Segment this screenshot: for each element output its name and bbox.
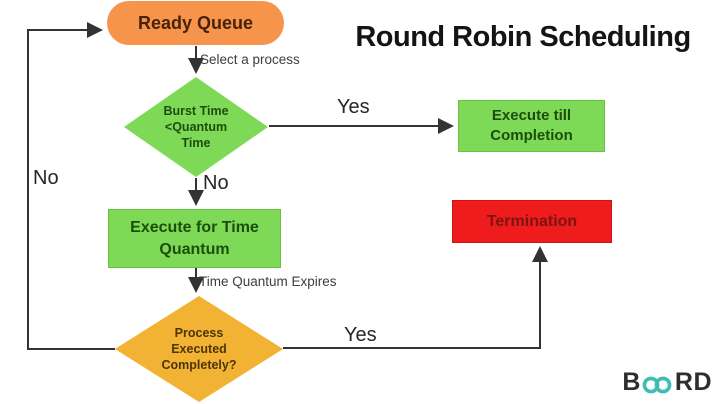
decision-line: Executed bbox=[171, 341, 227, 356]
node-termination: Termination bbox=[452, 200, 612, 243]
node-line: Quantum bbox=[159, 240, 230, 258]
decision-line: Process bbox=[174, 325, 224, 340]
edge-label-yes-bottom: Yes bbox=[344, 324, 377, 346]
edge-label-yes-top: Yes bbox=[337, 96, 370, 118]
decision-line: Completely? bbox=[161, 358, 237, 373]
infinity-icon bbox=[642, 376, 672, 394]
node-ready-queue: Ready Queue bbox=[107, 1, 284, 45]
edge-label-select-process: Select a process bbox=[200, 52, 300, 67]
decision-line: Burst Time bbox=[163, 103, 229, 118]
board-logo: B RD bbox=[622, 368, 712, 397]
node-execute-for-time-quantum: Execute for Time Quantum bbox=[108, 209, 281, 268]
edge-label-time-quantum-expires: Time Quantum Expires bbox=[199, 274, 337, 289]
connector-no-loop bbox=[27, 22, 115, 350]
node-line: Execute for Time bbox=[130, 218, 259, 236]
node-line: Execute till bbox=[491, 106, 572, 124]
page-title: Round Robin Scheduling bbox=[355, 21, 691, 53]
board-logo-b: B bbox=[622, 368, 641, 396]
connector-yes-bottom bbox=[283, 246, 548, 349]
node-termination-label: Termination bbox=[486, 212, 578, 230]
edge-label-no-loop: No bbox=[33, 167, 59, 189]
node-execute-till-completion: Execute till Completion bbox=[458, 100, 605, 152]
decision-line: Time bbox=[181, 136, 211, 151]
node-ready-queue-label: Ready Queue bbox=[137, 12, 254, 33]
decision-line: <Quantum bbox=[164, 119, 228, 134]
node-line: Completion bbox=[490, 127, 573, 144]
edge-label-no-mid: No bbox=[203, 172, 229, 194]
board-logo-rd: RD bbox=[674, 368, 712, 396]
